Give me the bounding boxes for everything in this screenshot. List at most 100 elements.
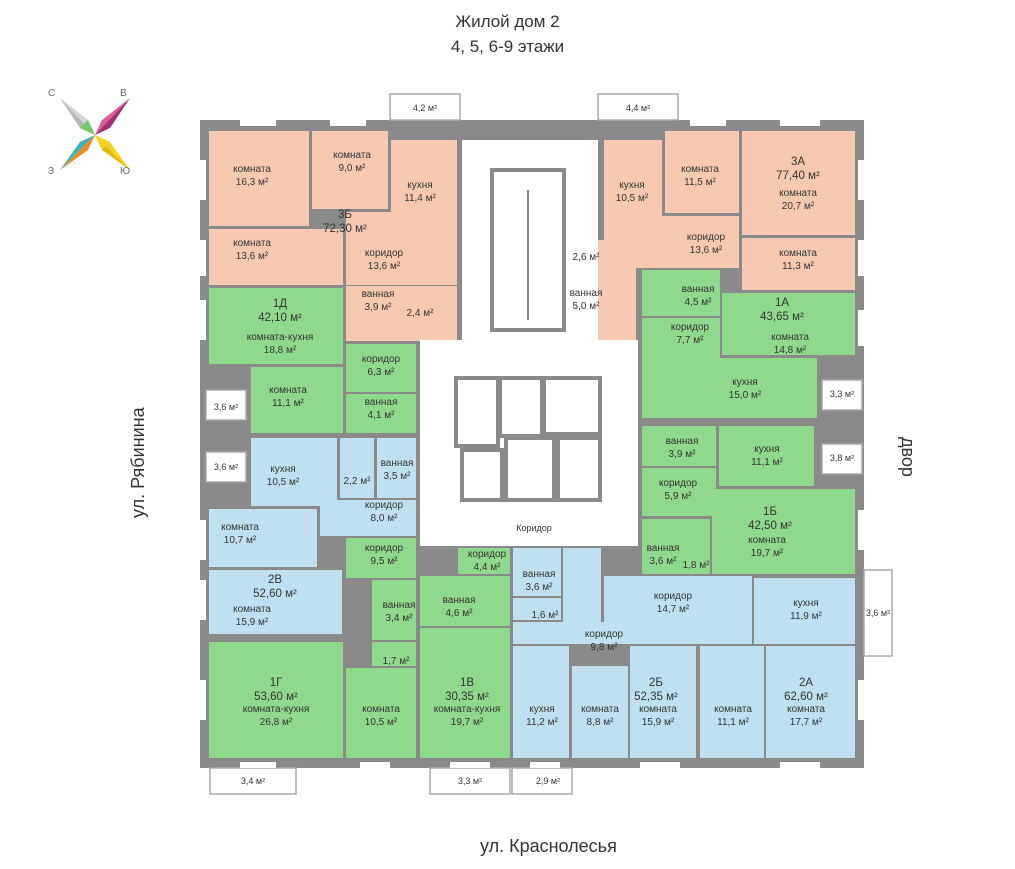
room-name: комната-кухня — [243, 704, 310, 715]
room-area: 3,9 м² — [669, 449, 697, 460]
room-area: 5,9 м² — [665, 491, 693, 502]
room-area: 11,3 м² — [782, 261, 814, 272]
apartment-2v[interactable] — [209, 438, 416, 634]
apartment-1g[interactable] — [209, 538, 416, 758]
apartment-3a[interactable] — [560, 131, 855, 340]
floors-subtitle: 4, 5, 6-9 этажи — [450, 37, 565, 56]
room-area: 4,5 м² — [685, 297, 713, 308]
room-name: комната — [233, 164, 271, 175]
apartment-1d[interactable] — [209, 288, 416, 433]
room-area: 19,7 м² — [751, 548, 784, 559]
room-area: 13,6 м² — [690, 245, 723, 256]
room-area: 1,8 м² — [683, 560, 711, 571]
room-name: комната — [221, 522, 259, 533]
apartment-area: 42,10 м² — [258, 312, 302, 324]
room-name: комната — [333, 150, 371, 161]
elevator-shafts — [454, 376, 602, 502]
room-area: 9,5 м² — [371, 556, 399, 567]
balcony-area: 4,2 м² — [413, 103, 437, 113]
room-area: 3,6 м² — [650, 556, 678, 567]
room-name: коридор — [365, 543, 404, 554]
room-name: комната — [787, 704, 825, 715]
room-area: 8,8 м² — [587, 717, 615, 728]
room-area: 4,4 м² — [474, 562, 502, 573]
balcony-area: 3,6 м² — [214, 462, 238, 472]
compass-east: В — [120, 88, 127, 99]
apartment-number: 2Б — [649, 677, 663, 689]
compass-rose: С В Ю З — [48, 88, 140, 180]
apartment-number: 2А — [799, 677, 813, 689]
apartment-area: 77,40 м² — [776, 170, 820, 182]
balcony-area: 3,4 м² — [241, 776, 265, 786]
room-area: 11,4 м² — [404, 193, 436, 204]
room-name: комната — [779, 248, 817, 259]
room-name: кухня — [529, 704, 554, 715]
balcony-area: 3,8 м² — [830, 453, 854, 463]
apartment-2b[interactable] — [513, 548, 696, 758]
room-area: 8,0 м² — [371, 513, 399, 524]
room-area: 10,7 м² — [224, 535, 257, 546]
room-area: 14,8 м² — [774, 345, 807, 356]
room-name: коридор — [468, 549, 507, 560]
balcony-area: 3,6 м² — [214, 402, 238, 412]
room-area: 11,1 м² — [751, 457, 783, 468]
room-area: 3,6 м² — [526, 582, 554, 593]
room-area: 20,7 м² — [782, 201, 815, 212]
room-area: 4,1 м² — [368, 410, 396, 421]
room-name: ванная — [647, 543, 680, 554]
room-name: коридор — [362, 354, 401, 365]
room-area: 18,8 м² — [264, 345, 297, 356]
room-area: 10,5 м² — [365, 717, 398, 728]
room-name: коридор — [365, 248, 404, 259]
room-name: комната — [639, 704, 677, 715]
room-area: 2,6 м² — [573, 252, 601, 263]
room-area: 15,9 м² — [642, 717, 675, 728]
compass-north: С — [48, 88, 56, 99]
room-name: кухня — [732, 377, 757, 388]
room-name: коридор — [585, 629, 624, 640]
apartment-area: 42,50 м² — [748, 520, 792, 532]
room-name: комната-кухня — [247, 332, 314, 343]
room-name: комната — [362, 704, 400, 715]
building-title: Жилой дом 2 — [455, 12, 560, 31]
room-area: 15,9 м² — [236, 617, 269, 628]
apartment-number: 2В — [268, 574, 282, 586]
corridor-label: Коридор — [516, 523, 552, 533]
apartment-number: 3Б — [338, 209, 352, 221]
room-name: ванная — [362, 289, 395, 300]
room-area: 1,6 м² — [532, 610, 560, 621]
apartment-1a[interactable] — [642, 270, 855, 418]
room-name: комната — [681, 164, 719, 175]
apartment-area: 52,60 м² — [253, 588, 297, 600]
room-area: 16,3 м² — [236, 177, 269, 188]
room-area: 1,7 м² — [383, 656, 411, 667]
apartment-number: 1Г — [270, 677, 283, 689]
room-name: ванная — [443, 595, 476, 606]
room-area: 13,6 м² — [368, 261, 401, 272]
room-name: кухня — [407, 180, 432, 191]
room-name: комната-кухня — [434, 704, 501, 715]
compass-west: З — [48, 166, 55, 177]
apartment-1b[interactable] — [642, 426, 855, 574]
room-area: 3,4 м² — [386, 613, 414, 624]
apartment-1v[interactable] — [420, 548, 510, 758]
apartment-3b[interactable] — [209, 131, 457, 341]
apartment-area: 43,65 м² — [760, 311, 804, 323]
apartment-2a[interactable] — [604, 576, 855, 758]
room-area: 4,6 м² — [446, 608, 474, 619]
room-name: комната — [581, 704, 619, 715]
room-name: коридор — [365, 500, 404, 511]
room-name: кухня — [270, 464, 295, 475]
room-name: ванная — [365, 397, 398, 408]
room-name: кухня — [793, 598, 818, 609]
room-area: 2,2 м² — [344, 476, 372, 487]
room-name: ванная — [666, 436, 699, 447]
balcony-area: 3,3 м² — [458, 776, 482, 786]
room-area: 11,2 м² — [526, 717, 558, 728]
room-name: комната — [748, 535, 786, 546]
apartment-area: 30,35 м² — [445, 691, 489, 703]
room-name: ванная — [523, 569, 556, 580]
room-area: 3,5 м² — [384, 471, 412, 482]
room-name: комната — [771, 332, 809, 343]
